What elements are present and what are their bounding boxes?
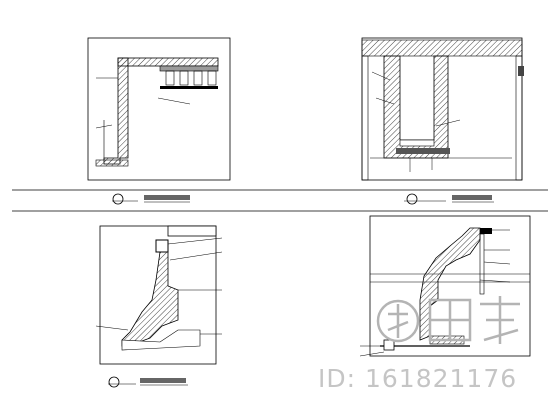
detail-1-section	[87, 37, 231, 205]
brand-watermark-logo	[376, 296, 520, 344]
detail-2-section	[361, 37, 524, 205]
watermark-id-text: ID: 161821176	[318, 364, 518, 393]
detail-3-section	[95, 225, 223, 388]
